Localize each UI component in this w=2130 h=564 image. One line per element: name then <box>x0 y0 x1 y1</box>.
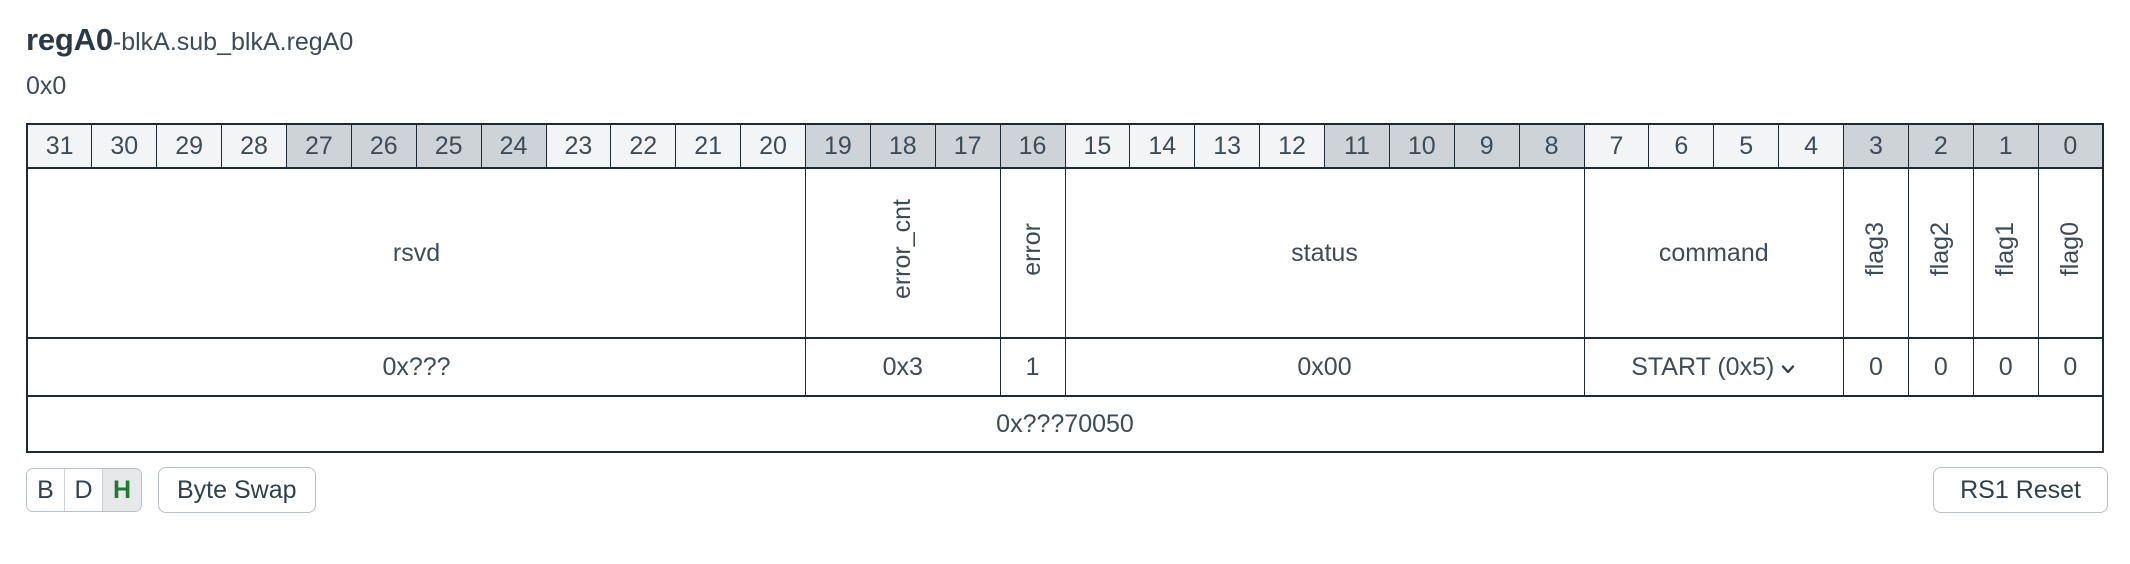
field-select-value-command: START (0x5) <box>1631 352 1775 381</box>
field-label-flag3: flag3 <box>1861 222 1890 277</box>
bit-number-24: 24 <box>480 123 547 169</box>
bit-number-22: 22 <box>610 123 677 169</box>
page-title: regA0-blkA.sub_blkA.regA0 <box>26 22 2104 60</box>
bit-number-0: 0 <box>2037 123 2104 169</box>
field-label-error_cnt: error_cnt <box>888 199 917 300</box>
bit-number-6: 6 <box>1648 123 1715 169</box>
field-cell-status: status <box>1064 167 1585 339</box>
field-value-cell-flag3[interactable]: 0 <box>1843 337 1909 397</box>
field-value-flag1: 0 <box>1998 352 2013 381</box>
title-separator: - <box>112 28 122 56</box>
bit-number-4: 4 <box>1778 123 1844 169</box>
rs1-reset-button[interactable]: RS1 Reset <box>1933 467 2108 513</box>
register-offset: 0x0 <box>26 72 67 100</box>
bit-number-17: 17 <box>934 123 1001 169</box>
field-value-status: 0x00 <box>1297 352 1352 381</box>
field-value-rsvd: 0x??? <box>382 352 451 381</box>
field-cell-flag0: flag0 <box>2037 167 2104 339</box>
field-label-command: command <box>1658 238 1769 267</box>
field-cell-flag1: flag1 <box>1972 167 2039 339</box>
bit-number-1: 1 <box>1972 123 2039 169</box>
field-value-flag3: 0 <box>1868 352 1883 381</box>
bit-number-20: 20 <box>740 123 806 169</box>
field-value-cell-status[interactable]: 0x00 <box>1064 337 1585 397</box>
field-label-error: error <box>1018 223 1047 276</box>
bit-number-21: 21 <box>675 123 742 169</box>
bit-number-23: 23 <box>545 123 612 169</box>
field-value-error: 1 <box>1025 352 1040 381</box>
bit-number-10: 10 <box>1388 123 1455 169</box>
bit-number-7: 7 <box>1583 123 1650 169</box>
field-cell-error: error <box>999 167 1066 339</box>
field-label-rsvd: rsvd <box>392 238 441 267</box>
bit-number-30: 30 <box>91 123 158 169</box>
bit-number-31: 31 <box>26 123 93 169</box>
field-value-flag0: 0 <box>2063 352 2078 381</box>
register-name: regA0 <box>26 22 113 57</box>
field-value-cell-command[interactable]: START (0x5) <box>1583 337 1844 397</box>
bit-number-26: 26 <box>350 123 417 169</box>
bit-number-12: 12 <box>1259 123 1325 169</box>
field-label-flag2: flag2 <box>1926 222 1955 277</box>
field-value-cell-error[interactable]: 1 <box>999 337 1066 397</box>
field-cell-rsvd: rsvd <box>26 167 806 339</box>
field-name-row: rsvd error_cnt error status command flag3 flag… <box>26 167 2104 339</box>
field-cell-flag2: flag2 <box>1907 167 1974 339</box>
bit-number-11: 11 <box>1324 123 1390 169</box>
bit-number-25: 25 <box>415 123 482 169</box>
bit-number-2: 2 <box>1907 123 1974 169</box>
radix-button-d[interactable]: D <box>65 469 103 511</box>
bit-number-18: 18 <box>869 123 936 169</box>
field-value-cell-flag2[interactable]: 0 <box>1907 337 1974 397</box>
bit-number-19: 19 <box>805 123 871 169</box>
bit-number-29: 29 <box>156 123 223 169</box>
bit-number-28: 28 <box>221 123 287 169</box>
bit-number-5: 5 <box>1713 123 1780 169</box>
field-value-cell-rsvd[interactable]: 0x??? <box>26 337 806 397</box>
bit-number-3: 3 <box>1843 123 1909 169</box>
field-label-flag1: flag1 <box>1991 222 2020 277</box>
byte-swap-button[interactable]: Byte Swap <box>158 467 316 513</box>
bit-number-16: 16 <box>999 123 1066 169</box>
field-value-error_cnt: 0x3 <box>882 352 923 381</box>
field-value-flag2: 0 <box>1933 352 1948 381</box>
radix-button-h[interactable]: H <box>103 469 141 511</box>
register-total-value[interactable]: 0x???70050 <box>26 395 2104 452</box>
field-cell-command: command <box>1583 167 1844 339</box>
field-label-status: status <box>1291 238 1358 267</box>
field-label-flag0: flag0 <box>2055 222 2084 277</box>
bit-number-9: 9 <box>1453 123 1520 169</box>
register-total-row: 0x???70050 <box>26 395 2104 452</box>
bit-number-15: 15 <box>1064 123 1131 169</box>
bit-number-14: 14 <box>1129 123 1196 169</box>
register-path: blkA.sub_blkA.regA0 <box>121 28 354 56</box>
field-cell-error_cnt: error_cnt <box>805 167 1001 339</box>
radix-button-b[interactable]: B <box>27 469 65 511</box>
bit-number-8: 8 <box>1518 123 1585 169</box>
field-cell-flag3: flag3 <box>1843 167 1909 339</box>
field-value-row: 0x??? 0x3 1 0x00 START (0x5) 0 0 0 0 <box>26 337 2104 397</box>
bit-number-27: 27 <box>286 123 352 169</box>
field-value-cell-flag0[interactable]: 0 <box>2037 337 2104 397</box>
field-value-cell-flag1[interactable]: 0 <box>1972 337 2039 397</box>
bit-number-13: 13 <box>1194 123 1261 169</box>
field-select-command[interactable]: START (0x5) <box>1631 353 1796 382</box>
field-value-cell-error_cnt[interactable]: 0x3 <box>805 337 1001 397</box>
chevron-down-icon[interactable] <box>1780 361 1796 377</box>
